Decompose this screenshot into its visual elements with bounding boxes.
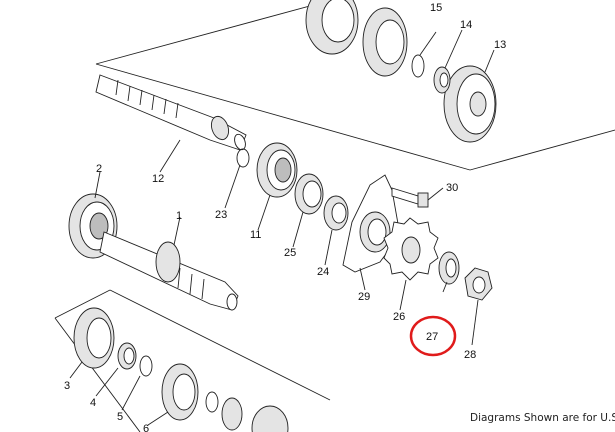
part-label-29: 29 xyxy=(358,291,370,303)
part-label-2: 2 xyxy=(96,163,102,175)
bottom-gear-cluster xyxy=(205,391,289,432)
part-label-14: 14 xyxy=(460,19,472,31)
washer-4 xyxy=(117,342,137,370)
part-label-4: 4 xyxy=(90,397,96,409)
footer-note: Diagrams Shown are for U.S. xyxy=(470,412,615,424)
main-axle-assembly-frame xyxy=(95,0,615,171)
part-label-1: 1 xyxy=(176,210,182,222)
part-label-30: 30 xyxy=(446,182,458,194)
part-label-5: 5 xyxy=(117,411,123,423)
part-label-15: 15 xyxy=(430,2,442,14)
part-label-28: 28 xyxy=(464,349,476,361)
part-label-23: 23 xyxy=(215,209,227,221)
circlip-15 xyxy=(411,54,425,78)
gear-3 xyxy=(73,307,115,369)
gear-6 xyxy=(161,363,199,421)
main-axle-shaft xyxy=(95,74,247,151)
part-label-26: 26 xyxy=(393,311,405,323)
part-label-6: 6 xyxy=(143,423,149,432)
collar-24 xyxy=(323,195,349,231)
highlight-circle xyxy=(409,315,457,357)
part-number-labels: 1 2 3 4 5 6 11 12 13 14 15 23 24 25 26 2… xyxy=(64,2,506,432)
part-label-25: 25 xyxy=(284,247,296,259)
gear-13 xyxy=(443,65,497,143)
part-label-27: 27 xyxy=(426,331,438,343)
part-label-24: 24 xyxy=(317,266,329,278)
part-label-11: 11 xyxy=(250,229,261,241)
circlip-23 xyxy=(236,148,250,168)
top-gear-cluster xyxy=(305,0,408,77)
bolt-30 xyxy=(391,187,429,208)
bearing-11 xyxy=(256,142,298,198)
lock-washer-27 xyxy=(438,251,460,285)
circlip-5 xyxy=(139,355,153,377)
leader-lines xyxy=(69,29,495,426)
drive-axle-assembly-frame xyxy=(54,289,331,432)
part-label-12: 12 xyxy=(152,173,164,185)
drive-axle-1 xyxy=(99,231,239,311)
washer-14 xyxy=(433,66,451,94)
drive-sprocket-26 xyxy=(383,217,439,281)
part-label-13: 13 xyxy=(494,39,506,51)
retainer-plate-29 xyxy=(342,174,401,273)
part-label-3: 3 xyxy=(64,380,70,392)
oil-seal-25 xyxy=(294,173,324,215)
nut-28 xyxy=(464,267,493,301)
